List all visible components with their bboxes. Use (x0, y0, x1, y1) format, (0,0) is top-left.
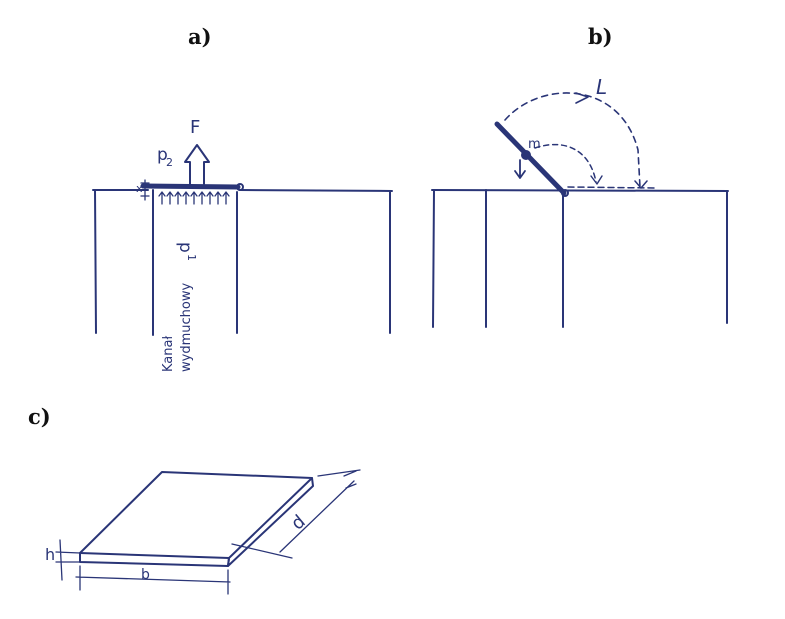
panel-a-p1-subscript: 1 (185, 254, 198, 261)
panel-c-plate-top (79, 471, 313, 559)
panel-a-p2-label: p (157, 145, 168, 165)
panel-a-outer-left-wall (94, 189, 97, 334)
panel-b (431, 92, 729, 328)
panel-c-height-label: h (45, 545, 55, 564)
panel-b-final-position (567, 186, 656, 189)
panel-b-surface (431, 189, 729, 192)
panel-a-channel-label-1: Kanał (161, 336, 176, 372)
panel-b-length-label: L (596, 75, 607, 99)
panel-a-gap-dimension (140, 179, 150, 201)
panel-a-channel-label-2: wydmuchowy (179, 283, 194, 372)
panel-c-width-label: b (141, 567, 150, 583)
panel-b-mass-centre (521, 150, 531, 160)
panel-b-arc-m-tip (590, 175, 603, 185)
panel-b-plate (494, 121, 567, 196)
panel-c-h-dimension (55, 539, 81, 581)
panel-b-hinge (561, 189, 569, 197)
panel-b-arc-L-tip (634, 180, 648, 189)
panel-a-p2-subscript: 2 (166, 156, 173, 169)
panel-c-b-dimension (75, 565, 231, 595)
panel-b-arc-m (534, 143, 597, 183)
panel-a-surface-right (239, 189, 393, 192)
panel-b-gravity-arrow (514, 159, 526, 179)
panel-c-label: c) (28, 404, 51, 429)
panel-c-d-dimension (231, 469, 361, 559)
panel-a-p1-label: p (175, 242, 195, 253)
panel-b-mass-label: m (528, 137, 541, 152)
panel-a-force-label: F (190, 117, 200, 138)
panel-a-hinge (236, 183, 244, 191)
panel-b-label: b) (588, 24, 613, 49)
panel-a-pressure-arrows (158, 191, 230, 205)
panel-a-label: a) (188, 24, 212, 49)
panel-a-plate (140, 183, 241, 190)
panel-a-gap-label: x (136, 182, 143, 195)
panel-a (92, 144, 393, 336)
panel-c-plate-side (227, 477, 314, 567)
panel-c (55, 469, 361, 595)
panel-b-outer-left-wall (432, 189, 435, 328)
panel-a-force-arrow (184, 144, 210, 185)
panel-b-arc-L-arrow (575, 92, 589, 104)
panel-b-arc-L (504, 92, 641, 188)
panel-c-depth-label: d (287, 511, 309, 534)
